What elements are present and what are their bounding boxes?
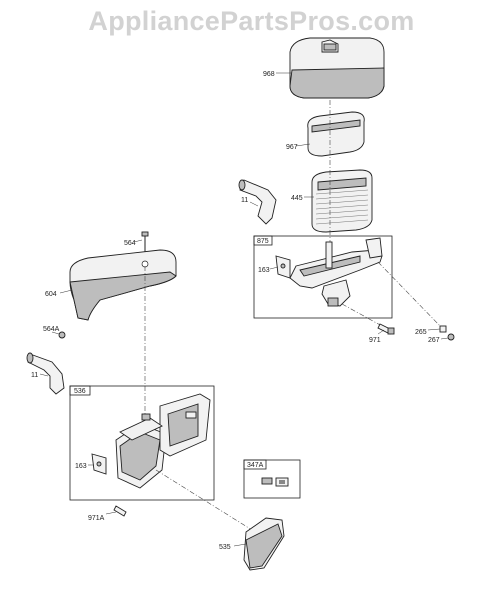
- part-564-screw[interactable]: [141, 231, 149, 252]
- part-604-heat-shield[interactable]: [69, 249, 177, 321]
- part-11-breather-tube-lower[interactable]: [26, 352, 65, 395]
- label-604: 604: [45, 291, 57, 298]
- part-265-nut[interactable]: [439, 325, 447, 333]
- label-445: 445: [291, 195, 303, 202]
- label-971: 971: [369, 337, 381, 344]
- label-163-lower: 163: [75, 463, 87, 470]
- part-564A-fastener[interactable]: [58, 331, 66, 339]
- box-347A-tag: [243, 459, 267, 470]
- part-967-pre-cleaner[interactable]: [307, 111, 365, 157]
- label-967: 967: [286, 144, 298, 151]
- label-536: 536: [74, 388, 86, 395]
- box-875-tag: [253, 235, 273, 246]
- part-267-washer[interactable]: [447, 333, 455, 341]
- label-875: 875: [257, 238, 269, 245]
- label-163-upper: 163: [258, 267, 270, 274]
- part-536-muffler[interactable]: [115, 393, 211, 489]
- label-968: 968: [263, 71, 275, 78]
- label-11-upper: 11: [241, 197, 248, 204]
- part-535-deflector[interactable]: [243, 517, 285, 571]
- label-265: 265: [415, 329, 427, 336]
- box-536-tag: [69, 385, 91, 396]
- part-968-air-cleaner-cover[interactable]: [289, 37, 385, 99]
- label-347A: 347A: [247, 462, 264, 469]
- part-445-air-filter[interactable]: [311, 169, 373, 233]
- part-163-gasket-lower[interactable]: [91, 453, 107, 475]
- label-535: 535: [219, 544, 231, 551]
- label-564A: 564A: [43, 326, 60, 333]
- box-875-base-assembly: [253, 235, 393, 319]
- label-971A: 971A: [88, 515, 105, 522]
- watermark-logo: AppliancePartsPros.com: [88, 6, 415, 36]
- label-564: 564: [124, 240, 136, 247]
- box-536-muffler-assembly: [69, 385, 215, 501]
- part-875-air-cleaner-base[interactable]: [289, 237, 383, 307]
- label-11-lower: 11: [31, 372, 38, 379]
- part-347A-spark-arrestor[interactable]: [261, 477, 289, 487]
- part-11-breather-tube-upper[interactable]: [238, 179, 277, 225]
- part-971-bolt[interactable]: [377, 323, 395, 335]
- part-163-gasket-upper[interactable]: [275, 255, 291, 279]
- label-267: 267: [428, 337, 440, 344]
- part-971A-bolt[interactable]: [113, 505, 127, 517]
- box-347A-kit: [243, 459, 301, 499]
